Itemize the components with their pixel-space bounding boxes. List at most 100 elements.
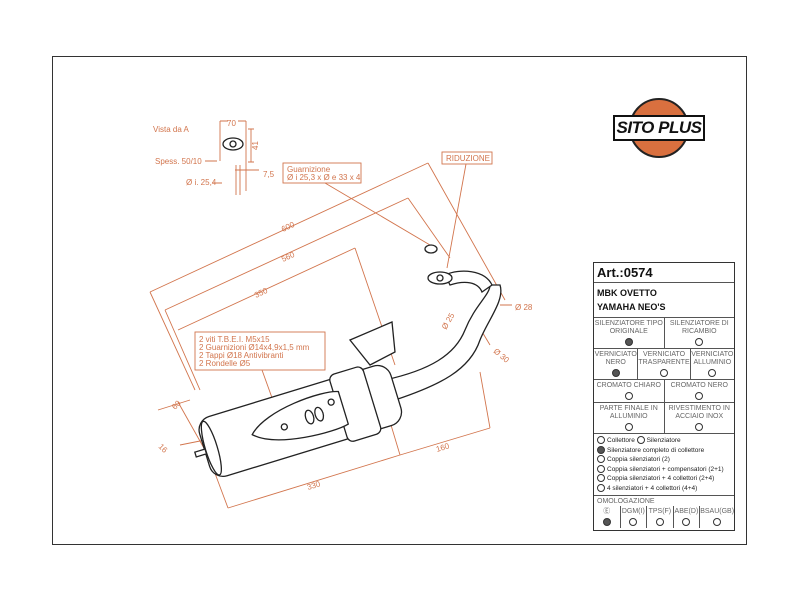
gasket-label: Guarnizione [287,165,331,174]
option-label: CROMATO CHIARO [596,382,661,389]
drawing-frame [52,56,747,545]
option-label: SILENZIATORE DI RICAMBIO [669,320,729,335]
model-name: YAMAHA NEO'S [597,302,666,312]
dim-350: 350 [253,286,269,300]
exhaust-muffler [193,244,502,478]
inner-diameter-label: Ø i. 25,4 [186,178,217,187]
option-label: TPS(F) [648,508,672,515]
option-label: DGM(I) [621,508,645,515]
homologation-e[interactable]: Ⓔ [594,506,621,528]
paint-row: VERNICIATO NERO VERNICIATO TRASPARENTE V… [594,349,734,380]
option-label: PARTE FINALE IN ALLUMINIO [599,405,658,420]
homologation-title: OMOLOGAZIONE [597,498,655,505]
radio [655,518,664,526]
dim-dia-30: Ø 30 [492,347,511,365]
chrome-row: CROMATO CHIARO CROMATO NERO [594,380,734,403]
thickness-label: Spess. 50/10 [155,157,202,166]
radio [597,474,605,483]
option-chrome-light[interactable]: CROMATO CHIARO [594,380,665,402]
radio [682,518,691,526]
option-transparent[interactable]: VERNICIATO TRASPARENTE [638,349,691,379]
package-option[interactable]: Silenziatore completo di collettore [597,445,731,456]
homologation-bsau[interactable]: BSAU(GB) [700,506,734,528]
homologation-tps[interactable]: TPS(F) [647,506,674,528]
dim-60: 60 [170,398,183,411]
reduction-label: RIDUZIONE [446,154,490,163]
gasket-spec: Ø i 25,3 x Ø e 33 x 4 [287,173,361,182]
option-label: VERNICIATO TRASPARENTE [638,351,690,366]
package-option[interactable]: Coppia silenziatori (2) [597,455,731,465]
finish-row: PARTE FINALE IN ALLUMINIO RIVESTIMENTO I… [594,403,734,434]
dim-600: 600 [280,220,296,234]
radio [695,392,704,400]
sito-plus-logo: SITO PLUS [613,98,705,162]
dimension-lines: 600 560 350 330 160 60 16 Ø 25 Ø 28 Ø 30 [149,162,533,509]
radio [708,369,717,377]
option-label: ABE(D) [674,508,699,515]
option-label: SILENZIATORE TIPO ORIGINALE [594,320,663,335]
option-label: 4 silenziatori + 4 collettori (4+4) [607,484,698,492]
option-label: Coppia silenziatori + compensatori (2+1) [607,465,724,473]
option-label: Silenziatore completo di collettore [607,446,705,454]
option-label: CROMATO NERO [670,382,728,389]
radio-selected [611,369,620,377]
components-line: Collettore Silenziatore [597,436,731,446]
type-row: SILENZIATORE TIPO ORIGINALE SILENZIATORE… [594,318,734,349]
option-label: RIVESTIMENTO IN ACCIAIO INOX [668,405,730,420]
option-black[interactable]: VERNICIATO NERO [594,349,639,379]
reduction-callout [441,151,493,165]
radio[interactable] [636,436,645,445]
spec-table: Art.:0574 MBK OVETTO YAMAHA NEO'S SILENZ… [593,262,735,531]
option-replacement[interactable]: SILENZIATORE DI RICAMBIO [665,318,735,348]
depth-dim: 7,5 [263,170,275,179]
models: MBK OVETTO YAMAHA NEO'S [594,283,734,318]
kit-line: 2 Rondelle Ø5 [199,359,251,368]
art-number: 0574 [623,265,653,280]
dim-160: 160 [435,441,451,454]
radio [624,392,633,400]
dim-dia-28: Ø 28 [515,303,533,312]
option-label: Coppia silenziatori (2) [607,456,670,463]
option-label: BSAU(GB) [700,508,735,515]
radio [597,464,605,473]
article-header: Art.:0574 [594,263,734,283]
radio [695,338,704,346]
radio [713,518,722,526]
option-label: Silenziatore [646,437,681,444]
package-option[interactable]: Coppia silenziatori + compensatori (2+1) [597,464,731,475]
art-label: Art.: [597,265,624,280]
kit-line: 2 Tappi Ø18 Antivibranti [199,351,284,360]
kit-callout [194,331,326,371]
height-dim: 41 [251,141,260,150]
radio-selected [597,445,605,454]
radio [660,369,668,377]
kit-line: 2 viti T.B.E.I. M5x15 [199,335,270,344]
option-label: Coppia silenziatori + 4 collettori (2+4) [607,475,715,482]
gasket-callout [282,162,362,184]
radio [597,455,605,464]
package-option[interactable]: 4 silenziatori + 4 collettori (4+4) [597,483,731,494]
option-chrome-black[interactable]: CROMATO NERO [665,380,735,402]
radio[interactable] [597,436,605,445]
option-inox[interactable]: RIVESTIMENTO IN ACCIAIO INOX [665,403,735,433]
package-option[interactable]: Coppia silenziatori + 4 collettori (2+4) [597,474,731,484]
homologation-dgm[interactable]: DGM(I) [621,506,648,528]
brand-name: SITO PLUS [613,115,705,141]
option-label: Ⓔ [603,508,611,515]
homologation-abe[interactable]: ABE(D) [674,506,701,528]
radio [624,423,633,431]
dim-16: 16 [157,442,170,455]
view-a-title: Vista da A [153,125,190,134]
option-original[interactable]: SILENZIATORE TIPO ORIGINALE [594,318,665,348]
option-aluminium[interactable]: VERNICIATO ALLUMINIO [691,349,734,379]
width-dim: 70 [227,119,236,128]
radio-selected [602,518,611,526]
dim-560: 560 [280,250,296,264]
option-label: VERNICIATO NERO [594,351,637,366]
kit-line: 2 Guarnizioni Ø14x4,9x1,5 mm [199,343,310,352]
radio [629,518,638,526]
homologation: OMOLOGAZIONE Ⓔ DGM(I) TPS(F) ABE(D) BSAU… [594,496,734,530]
option-alu-end[interactable]: PARTE FINALE IN ALLUMINIO [594,403,665,433]
radio [695,423,704,431]
